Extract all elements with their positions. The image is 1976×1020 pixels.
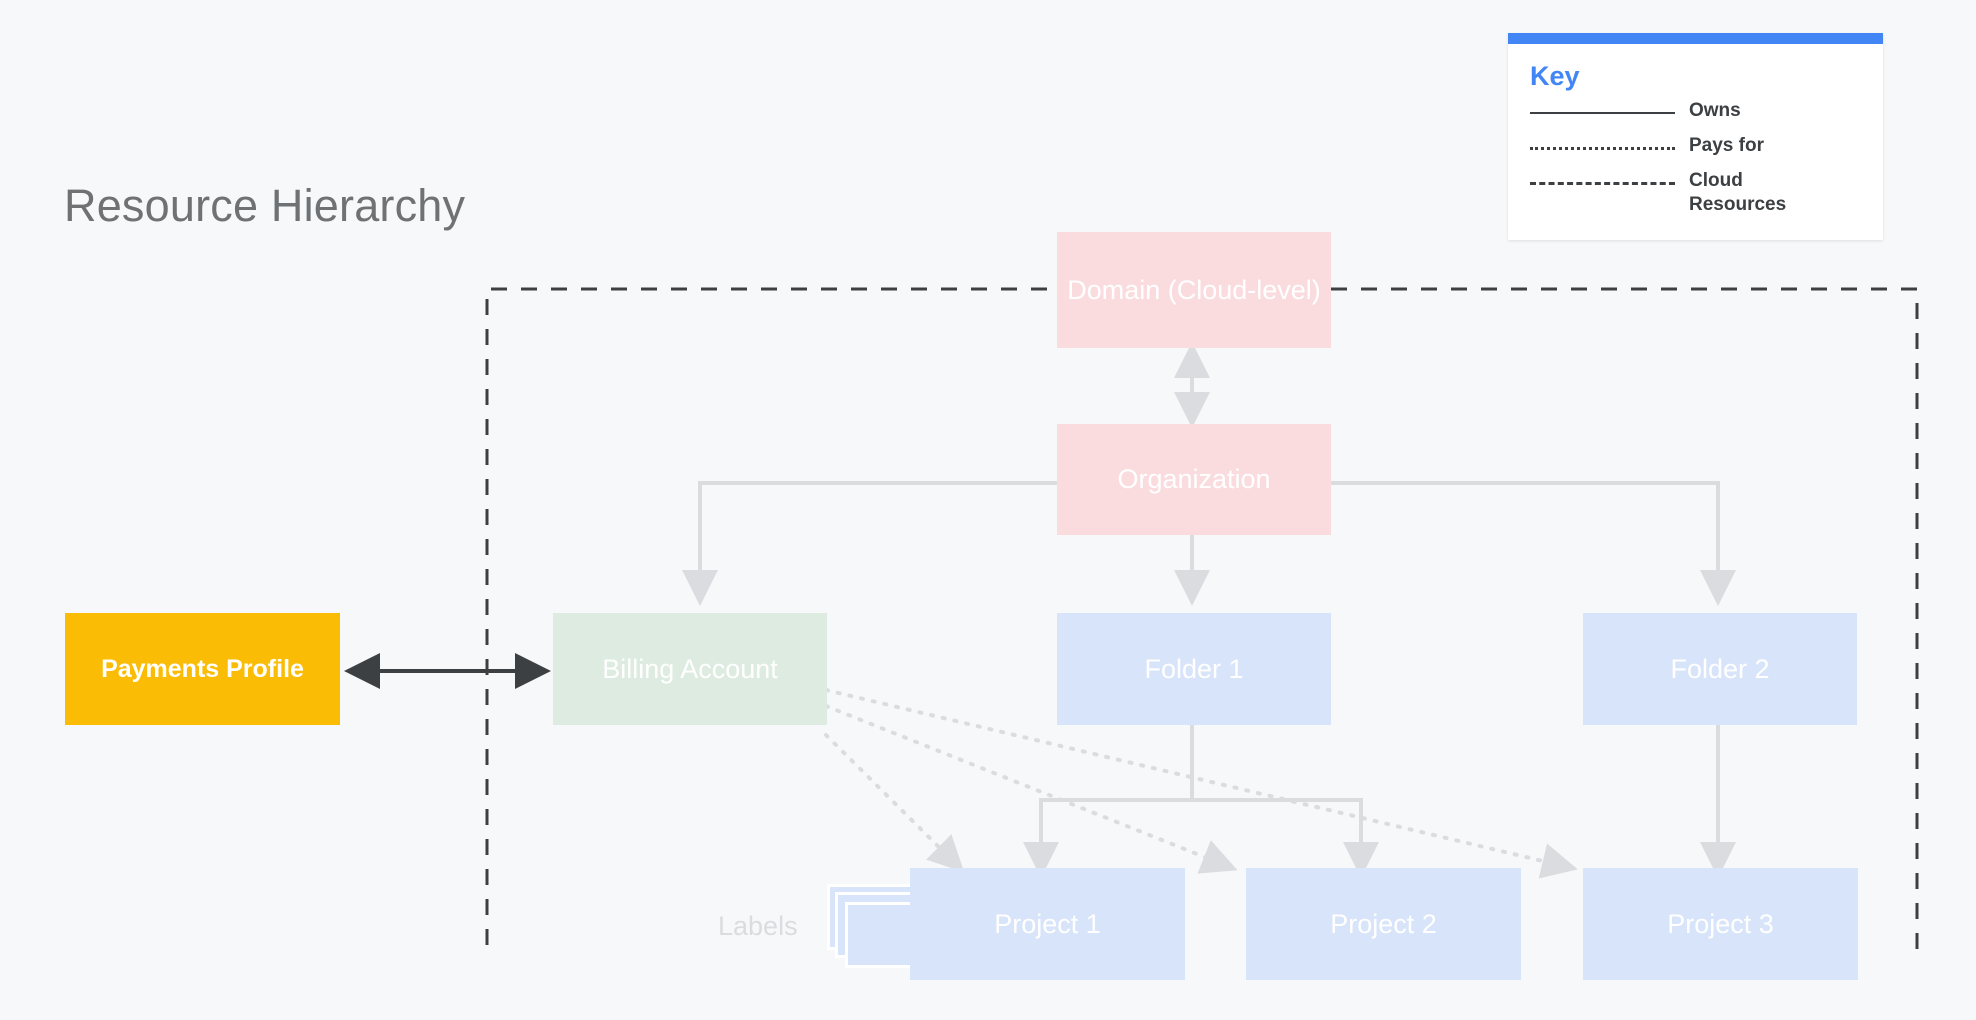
legend-row-pays-for: Pays for [1530,134,1861,160]
edge-folder1-project1 [1023,798,1192,878]
node-folder-2[interactable]: Folder 2 [1583,613,1857,725]
node-domain-label: Domain (Cloud-level) [1067,274,1321,305]
node-payments-profile-label: Payments Profile [101,655,304,683]
labels-annotation: Labels [718,911,798,941]
node-project-3-label: Project 3 [1667,908,1774,939]
node-payments-profile[interactable]: Payments Profile [65,613,340,725]
edge-billing-project2 [824,704,1238,874]
legend-panel: Key Owns Pays for Cloud Resources [1508,33,1883,240]
node-project-2[interactable]: Project 2 [1246,868,1521,980]
node-folder-1-label: Folder 1 [1144,653,1244,684]
edge-billing-project1 [824,733,965,873]
legend-accent-bar [1508,33,1883,44]
edge-organization-folder2 [1327,481,1736,606]
page-title: Resource Hierarchy [64,180,466,231]
legend-label-cloud-resources: Cloud Resources [1689,170,1787,216]
node-billing-account-label: Billing Account [602,653,778,684]
node-project-1-label: Project 1 [994,908,1101,939]
node-folder-2-label: Folder 2 [1670,653,1770,684]
legend-dotted-line-icon [1530,137,1675,157]
node-project-3[interactable]: Project 3 [1583,868,1858,980]
node-folder-1[interactable]: Folder 1 [1057,613,1331,725]
edge-folder1-project2 [1192,798,1379,878]
legend-row-cloud-resources: Cloud Resources [1530,169,1861,217]
legend-label-pays-for: Pays for [1689,135,1764,157]
node-billing-account[interactable]: Billing Account [553,613,827,725]
node-organization-label: Organization [1117,464,1271,495]
edge-organization-billing [682,481,1058,606]
legend-body: Key Owns Pays for Cloud Resources [1508,44,1883,240]
legend-row-owns: Owns [1530,99,1861,125]
node-domain[interactable]: Domain (Cloud-level) [1057,232,1331,348]
legend-solid-line-icon [1530,102,1675,122]
node-project-1[interactable]: Project 1 [910,868,1185,980]
legend-title: Key [1530,61,1580,91]
legend-dashed-line-icon [1530,172,1675,192]
node-project-2-label: Project 2 [1330,908,1437,939]
legend-label-owns: Owns [1689,100,1741,122]
node-organization[interactable]: Organization [1057,424,1331,535]
